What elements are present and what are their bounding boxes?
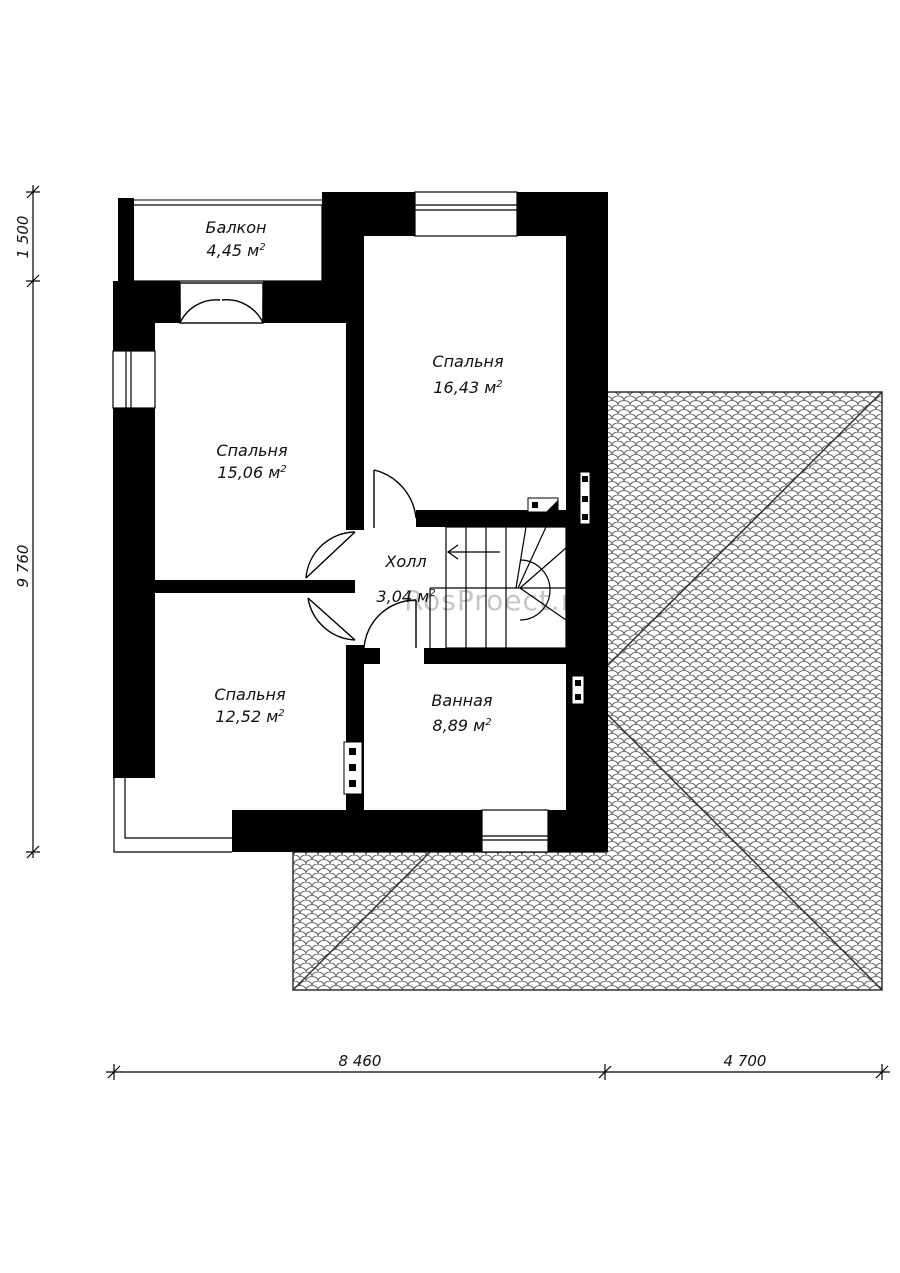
room-name-bedroom-left: Спальня: [216, 441, 288, 460]
door-swing: [363, 599, 417, 649]
room-area-bedroom-bottom-left: 12,52 м2: [215, 707, 284, 726]
walls: [113, 192, 608, 852]
terrace-outline: [113, 778, 232, 853]
window: [414, 191, 518, 237]
wall: [232, 810, 482, 852]
roof-ridge-line: [604, 711, 883, 991]
window: [112, 350, 156, 409]
room-name-bedroom-bottom-left: Спальня: [214, 685, 286, 704]
terrace-outline: [124, 778, 232, 839]
wall: [364, 648, 380, 664]
window: [481, 809, 549, 853]
dimension-labels: 1 500 9 760 8 460 4 700: [14, 216, 766, 1070]
dim-horizontal-roof: 4 700: [724, 1052, 767, 1070]
dim-horizontal-house: 8 460: [339, 1052, 382, 1070]
door-swing: [179, 299, 221, 324]
wall: [424, 648, 566, 664]
wall: [118, 198, 134, 281]
room-name-balcony: Балкон: [206, 218, 267, 237]
wall: [416, 510, 566, 527]
room-area-bedroom-left: 15,06 м2: [217, 463, 286, 482]
door-swing: [221, 299, 264, 324]
staircase: [429, 526, 567, 649]
roof-ridge-line: [604, 391, 883, 669]
room-area-bathroom: 8,89 м2: [432, 716, 491, 735]
room-name-bedroom-top-right: Спальня: [432, 352, 504, 371]
door-swing: [307, 597, 356, 641]
door-swing: [373, 469, 417, 528]
wall: [113, 281, 155, 351]
room-area-balcony: 4,45 м2: [206, 241, 265, 260]
dimension-lines: [26, 185, 890, 1080]
dim-vertical-balcony: 1 500: [14, 216, 32, 259]
roof-ridge-line: [292, 851, 431, 991]
room-area-hall: 3,04 м2: [376, 587, 435, 606]
doors: [179, 282, 417, 649]
wall: [548, 810, 608, 852]
stair-arrow: [446, 544, 500, 560]
roof: [292, 391, 883, 991]
wall: [155, 580, 355, 593]
room-name-hall: Холл: [384, 552, 426, 571]
room-area-bedroom-top-right: 16,43 м2: [433, 378, 502, 397]
room-labels: Балкон 4,45 м2 Спальня 16,43 м2 Спальня …: [206, 218, 504, 735]
wall: [322, 192, 364, 322]
wall: [346, 322, 364, 530]
dim-vertical-total: 9 760: [14, 545, 32, 588]
windows: [112, 191, 549, 853]
watermark: RosProect.ru: [404, 584, 592, 617]
balcony-door-frame: [179, 282, 264, 324]
door-swing: [305, 531, 356, 579]
room-name-bathroom: Ванная: [431, 691, 493, 710]
wall: [113, 408, 155, 778]
vent-shafts: [343, 471, 591, 795]
